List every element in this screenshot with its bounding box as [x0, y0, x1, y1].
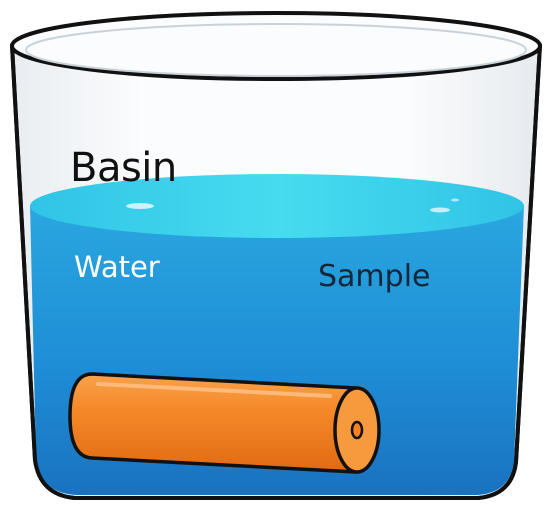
basin-rim: [10, 11, 542, 81]
water-label: Water: [74, 250, 160, 284]
basin-rim-inner: [25, 23, 527, 77]
water-highlight-small: [451, 198, 459, 202]
sample-label: Sample: [318, 259, 431, 294]
basin-label: Basin: [70, 145, 177, 191]
cylinder-sample-icon: [68, 372, 381, 474]
sample-highlight: [96, 382, 332, 398]
water-highlight-left: [126, 203, 154, 209]
basin-outline: [10, 44, 542, 500]
sample-end-hole: [350, 420, 364, 440]
water-surface: [30, 174, 524, 238]
water-highlight-right: [430, 207, 450, 213]
